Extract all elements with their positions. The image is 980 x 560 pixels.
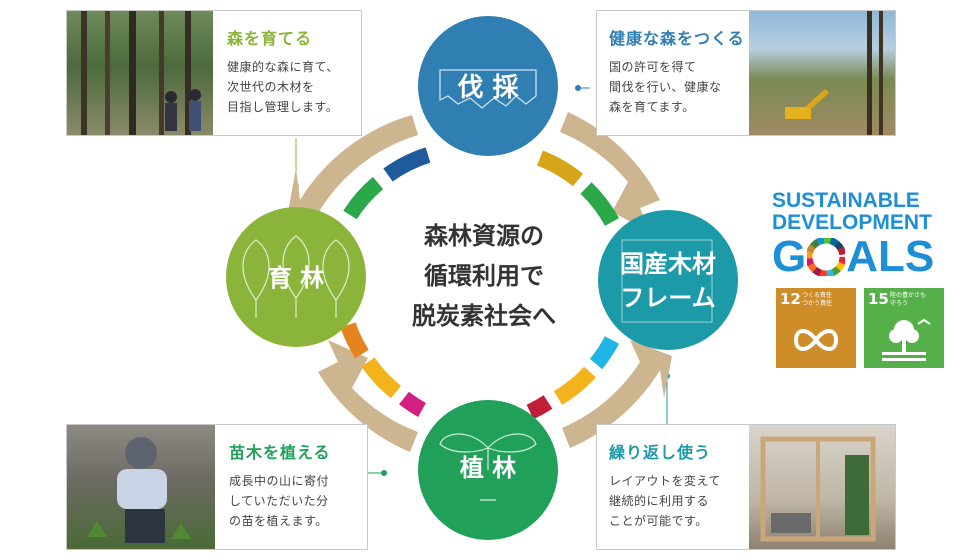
sdg-color-ring xyxy=(340,147,620,420)
goal-number: 15 xyxy=(868,290,889,308)
card-text-line: 森を育てます。 xyxy=(609,100,695,114)
stump-icon xyxy=(439,69,537,109)
card-nurture: 森を育てる 健康的な森に育て、 次世代の木材を 目指し管理します。 xyxy=(66,10,362,136)
node-harvest-label: 伐 採 xyxy=(457,73,519,103)
sdgs-line: SUSTAINABLE xyxy=(772,189,920,212)
sdg-goal-15: 15 陸の豊かさも 守ろう xyxy=(864,288,944,368)
center-text-line: 循環利用で xyxy=(424,262,544,290)
connector-dot xyxy=(575,85,581,91)
card-title: 苗木を植える xyxy=(229,443,331,462)
sdg-goal-12: 12 つくる責任 つかう責任 xyxy=(776,288,856,368)
card-text-line: 健康的な森に育て、 xyxy=(227,60,339,74)
node-frame-label: 国産木材 xyxy=(620,250,716,278)
planting-photo xyxy=(67,425,215,549)
frame-icon xyxy=(621,239,713,323)
goal-number: 12 xyxy=(780,290,801,308)
card-text-line: 目指し管理します。 xyxy=(227,100,339,114)
node-plant-label: 植 林 xyxy=(460,454,516,482)
card-text-line: レイアウトを変えて xyxy=(609,474,721,488)
card-harvest: 健康な森をつくる 国の許可を得て 間伐を行い、健康な 森を育てます。 xyxy=(596,10,896,136)
sdgs-line: DEVELOPMENT xyxy=(772,211,932,234)
sprout-icon xyxy=(439,433,537,501)
card-text-line: 国の許可を得て xyxy=(609,60,697,74)
sdgs-goals-g: G xyxy=(772,232,807,281)
tree-bird-icon xyxy=(882,318,931,361)
card-title: 健康な森をつくる xyxy=(609,29,745,48)
sdgs-goals-word: G ALS xyxy=(772,234,948,280)
booth-photo xyxy=(749,425,895,549)
card-text-line: していただいた分 xyxy=(229,494,329,508)
goal-text: つくる責任 xyxy=(802,292,832,299)
center-text-line: 脱炭素社会へ xyxy=(412,302,556,330)
card-title: 繰り返し使う xyxy=(609,443,712,462)
cycle-arrow-bottom-right xyxy=(562,340,672,448)
card-text-line: の苗を植えます。 xyxy=(229,514,328,528)
card-text-line: 継続的に利用する xyxy=(609,494,710,508)
connector-dot xyxy=(381,470,387,476)
node-nurture xyxy=(226,207,366,347)
infinity-icon xyxy=(793,329,839,351)
node-harvest xyxy=(418,16,558,156)
node-frame-label: フレーム xyxy=(620,284,715,312)
card-reuse: 繰り返し使う レイアウトを変えて 継続的に利用する ことが可能です。 xyxy=(596,424,896,550)
forest-photo xyxy=(67,11,213,135)
cycle-arrow-top-left xyxy=(288,115,418,230)
cycle-arrow-top-right xyxy=(560,112,660,232)
card-text-line: 成長中の山に寄付 xyxy=(229,474,330,488)
card-title: 森を育てる xyxy=(227,29,313,48)
goal-text: 守ろう xyxy=(890,300,909,307)
card-text-line: 間伐を行い、健康な xyxy=(609,80,722,94)
card-text-line: ことが可能です。 xyxy=(609,514,708,528)
center-text-line: 森林資源の xyxy=(424,222,544,250)
goal-text: 陸の豊かさも xyxy=(890,292,927,299)
card-text-line: 次世代の木材を xyxy=(227,80,315,94)
tree-icon xyxy=(242,235,350,318)
node-nurture-label: 育 林 xyxy=(268,264,324,292)
sdgs-wheel-icon xyxy=(807,238,846,276)
sdgs-goals-rest: ALS xyxy=(846,232,935,281)
node-frame xyxy=(598,210,738,350)
sdgs-logo: SUSTAINABLE DEVELOPMENT G xyxy=(772,190,948,280)
card-plant: 苗木を植える 成長中の山に寄付 していただいた分 の苗を植えます。 xyxy=(66,424,368,550)
cycle-arrow-bottom-left xyxy=(318,340,418,452)
thinning-photo xyxy=(749,11,895,135)
goal-text: つかう責任 xyxy=(802,300,833,307)
